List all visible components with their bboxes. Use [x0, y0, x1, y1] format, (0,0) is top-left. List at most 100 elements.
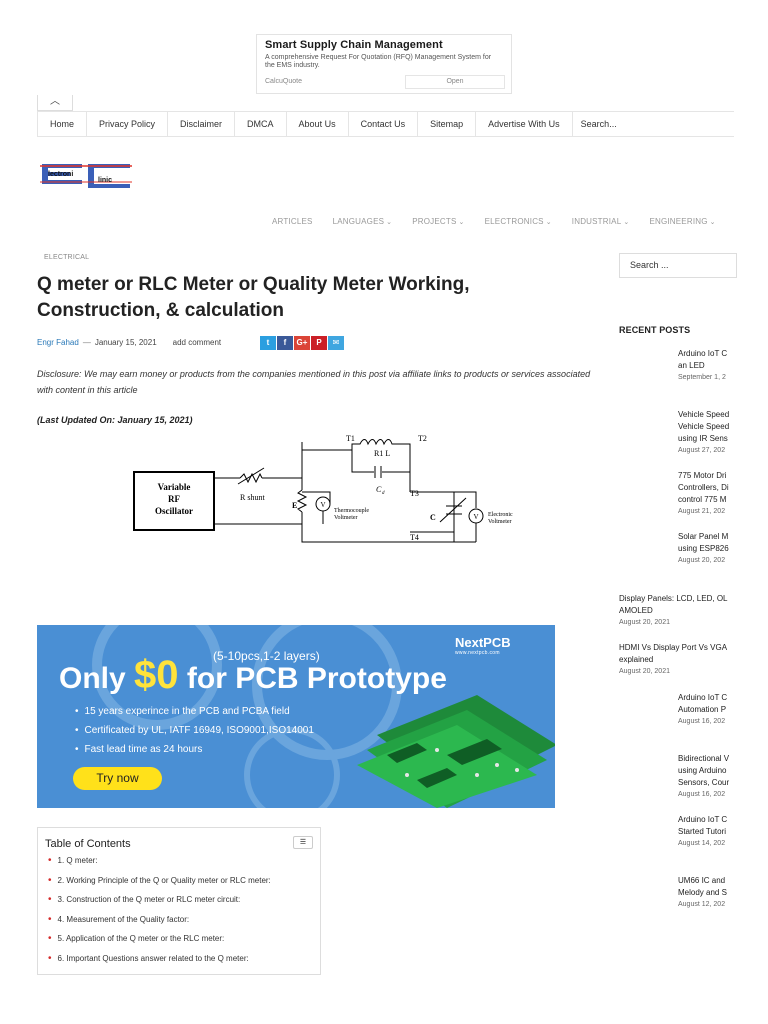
recent-post-item[interactable]: Vehicle Speed Vehicle Speed using IR Sen…	[678, 409, 729, 456]
article-meta: Engr Fahad — January 15, 2021 add commen…	[37, 338, 221, 347]
chevron-down-icon: ⌄	[623, 219, 630, 226]
pcb-boards-image	[357, 695, 555, 808]
r1l-label: R1 L	[374, 449, 390, 458]
toc-item[interactable]: 3. Construction of the Q meter or RLC me…	[48, 894, 271, 914]
ad-brand: CalcuQuote	[265, 78, 302, 85]
post-title-line: Melody and S	[678, 888, 727, 897]
nav-about-us[interactable]: About Us	[287, 112, 349, 136]
ad-description: A comprehensive Request For Quotation (R…	[265, 54, 492, 69]
recent-post-item[interactable]: UM66 IC and Melody and S August 12, 202	[678, 875, 727, 910]
post-title-line: using IR Sens	[678, 434, 728, 443]
cat-label: ELECTRONICS	[484, 217, 544, 226]
cat-label: INDUSTRIAL	[571, 217, 622, 226]
recent-post-item[interactable]: HDMI Vs Display Port Vs VGA explained Au…	[619, 642, 727, 677]
table-of-contents: Table of Contents ☰ 1. Q meter: 2. Worki…	[37, 827, 321, 975]
logo-text-2: linic	[98, 177, 112, 184]
recent-post-item[interactable]: Arduino IoT C an LED September 1, 2	[678, 348, 727, 383]
post-title-line: using Arduino	[678, 766, 727, 775]
chevron-down-icon: ⌄	[458, 219, 465, 226]
facebook-icon[interactable]: f	[277, 336, 293, 350]
post-title-line: Automation P	[678, 705, 727, 714]
nav-advertise[interactable]: Advertise With Us	[476, 112, 573, 136]
email-icon[interactable]: ✉	[328, 336, 344, 350]
cat-languages[interactable]: LANGUAGES⌄	[323, 217, 403, 226]
thermo-label-2: Voltmeter	[334, 515, 358, 521]
q-meter-circuit-diagram: Variable RF Oscillator V V R shunt E T1 …	[120, 432, 520, 572]
post-title-line: Arduino IoT C	[678, 693, 728, 702]
post-title-line: Bidirectional V	[678, 754, 730, 763]
nav-search-input[interactable]: Search...	[580, 119, 617, 129]
nav-privacy-policy[interactable]: Privacy Policy	[87, 112, 169, 136]
banner-subtitle: (5-10pcs,1-2 layers)	[213, 649, 320, 663]
sidebar-search-input[interactable]: Search ...	[619, 253, 737, 278]
category-menu: ARTICLES LANGUAGES⌄ PROJECTS⌄ ELECTRONIC…	[262, 217, 726, 226]
last-updated: (Last Updated On: January 15, 2021)	[37, 415, 193, 425]
post-title-line: AMOLED	[619, 606, 653, 615]
list-icon: ☰	[299, 839, 307, 846]
t4-label: T4	[410, 533, 419, 542]
banner-headline: Only $0 for PCB Prototype	[59, 653, 447, 698]
author-link[interactable]: Engr Fahad	[37, 338, 79, 347]
nextpcb-url: www.nextpcb.com	[455, 650, 500, 656]
category-crumb[interactable]: ELECTRICAL	[44, 254, 90, 261]
toc-item[interactable]: 4. Measurement of the Quality factor:	[48, 914, 271, 934]
nextpcb-banner-ad[interactable]: NextPCB www.nextpcb.com (5-10pcs,1-2 lay…	[37, 625, 555, 808]
cat-label: ENGINEERING	[649, 217, 708, 226]
add-comment-link[interactable]: add comment	[172, 338, 222, 347]
post-date: August 20, 202	[678, 557, 726, 564]
meta-separator: —	[82, 338, 91, 347]
collapse-button[interactable]: ︿	[37, 95, 73, 111]
post-title-line: Vehicle Speed	[678, 422, 730, 431]
nav-home[interactable]: Home	[37, 112, 88, 136]
nav-dmca[interactable]: DMCA	[235, 112, 287, 136]
post-title-line: Sensors, Cour	[678, 778, 730, 787]
toc-item[interactable]: 6. Important Questions answer related to…	[48, 953, 271, 973]
recent-post-item[interactable]: Display Panels: LCD, LED, OL AMOLED Augu…	[619, 593, 728, 628]
try-now-button[interactable]: Try now	[73, 767, 162, 790]
nav-disclaimer[interactable]: Disclaimer	[168, 112, 236, 136]
cd-label: C	[376, 485, 382, 494]
toc-item[interactable]: 1. Q meter:	[48, 855, 271, 875]
pinterest-icon[interactable]: P	[311, 336, 327, 350]
elec-label-2: Voltmeter	[488, 519, 512, 525]
thermo-label-1: Thermocouple	[334, 508, 369, 514]
ad-title[interactable]: Smart Supply Chain Management	[265, 39, 443, 51]
recent-post-item[interactable]: 775 Motor Dri Controllers, Di control 77…	[678, 470, 729, 517]
osc-label-2: RF	[168, 494, 180, 504]
osc-label-1: Variable	[158, 482, 191, 492]
toc-title: Table of Contents	[45, 838, 131, 850]
chevron-down-icon: ⌄	[545, 219, 552, 226]
cat-articles[interactable]: ARTICLES	[262, 217, 323, 226]
chevron-up-icon: ︿	[50, 96, 60, 107]
toc-item[interactable]: 2. Working Principle of the Q or Quality…	[48, 875, 271, 895]
post-title-line: an LED	[678, 361, 705, 370]
twitter-icon[interactable]: t	[260, 336, 276, 350]
nav-contact-us[interactable]: Contact Us	[349, 112, 419, 136]
post-title-line: Controllers, Di	[678, 483, 729, 492]
banner-bullet: 15 years experince in the PCB and PCBA f…	[75, 702, 314, 721]
post-date: August 12, 202	[678, 901, 726, 908]
cat-label: PROJECTS	[412, 217, 457, 226]
cat-electronics[interactable]: ELECTRONICS⌄	[475, 217, 562, 226]
toc-toggle-button[interactable]: ☰	[293, 836, 313, 849]
top-ad[interactable]: Smart Supply Chain Management A comprehe…	[256, 34, 512, 94]
cat-industrial[interactable]: INDUSTRIAL⌄	[562, 217, 640, 226]
headline-rest: for PCB Prototype	[186, 662, 447, 695]
nav-sitemap[interactable]: Sitemap	[418, 112, 477, 136]
recent-post-item[interactable]: Arduino IoT C Started Tutori August 14, …	[678, 814, 727, 849]
voltmeter-v-2: V	[473, 513, 478, 521]
toc-item[interactable]: 5. Application of the Q meter or the RLC…	[48, 933, 271, 953]
recent-post-item[interactable]: Arduino IoT C Automation P August 16, 20…	[678, 692, 727, 727]
recent-post-item[interactable]: Bidirectional V using Arduino Sensors, C…	[678, 753, 729, 800]
cat-projects[interactable]: PROJECTS⌄	[402, 217, 474, 226]
recent-post-item[interactable]: Solar Panel M using ESP826 August 20, 20…	[678, 531, 729, 566]
post-date: August 20, 2021	[619, 668, 670, 675]
disclosure-text: Disclosure: We may earn money or product…	[37, 369, 591, 395]
cd-subscript: d	[382, 491, 385, 496]
site-logo[interactable]: lectroni linic	[40, 161, 132, 188]
cat-engineering[interactable]: ENGINEERING⌄	[639, 217, 725, 226]
post-title-line: using ESP826	[678, 544, 729, 553]
ad-open-button[interactable]: Open	[405, 75, 505, 89]
google-plus-icon[interactable]: G+	[294, 336, 310, 350]
post-title-line: control 775 M	[678, 495, 727, 504]
